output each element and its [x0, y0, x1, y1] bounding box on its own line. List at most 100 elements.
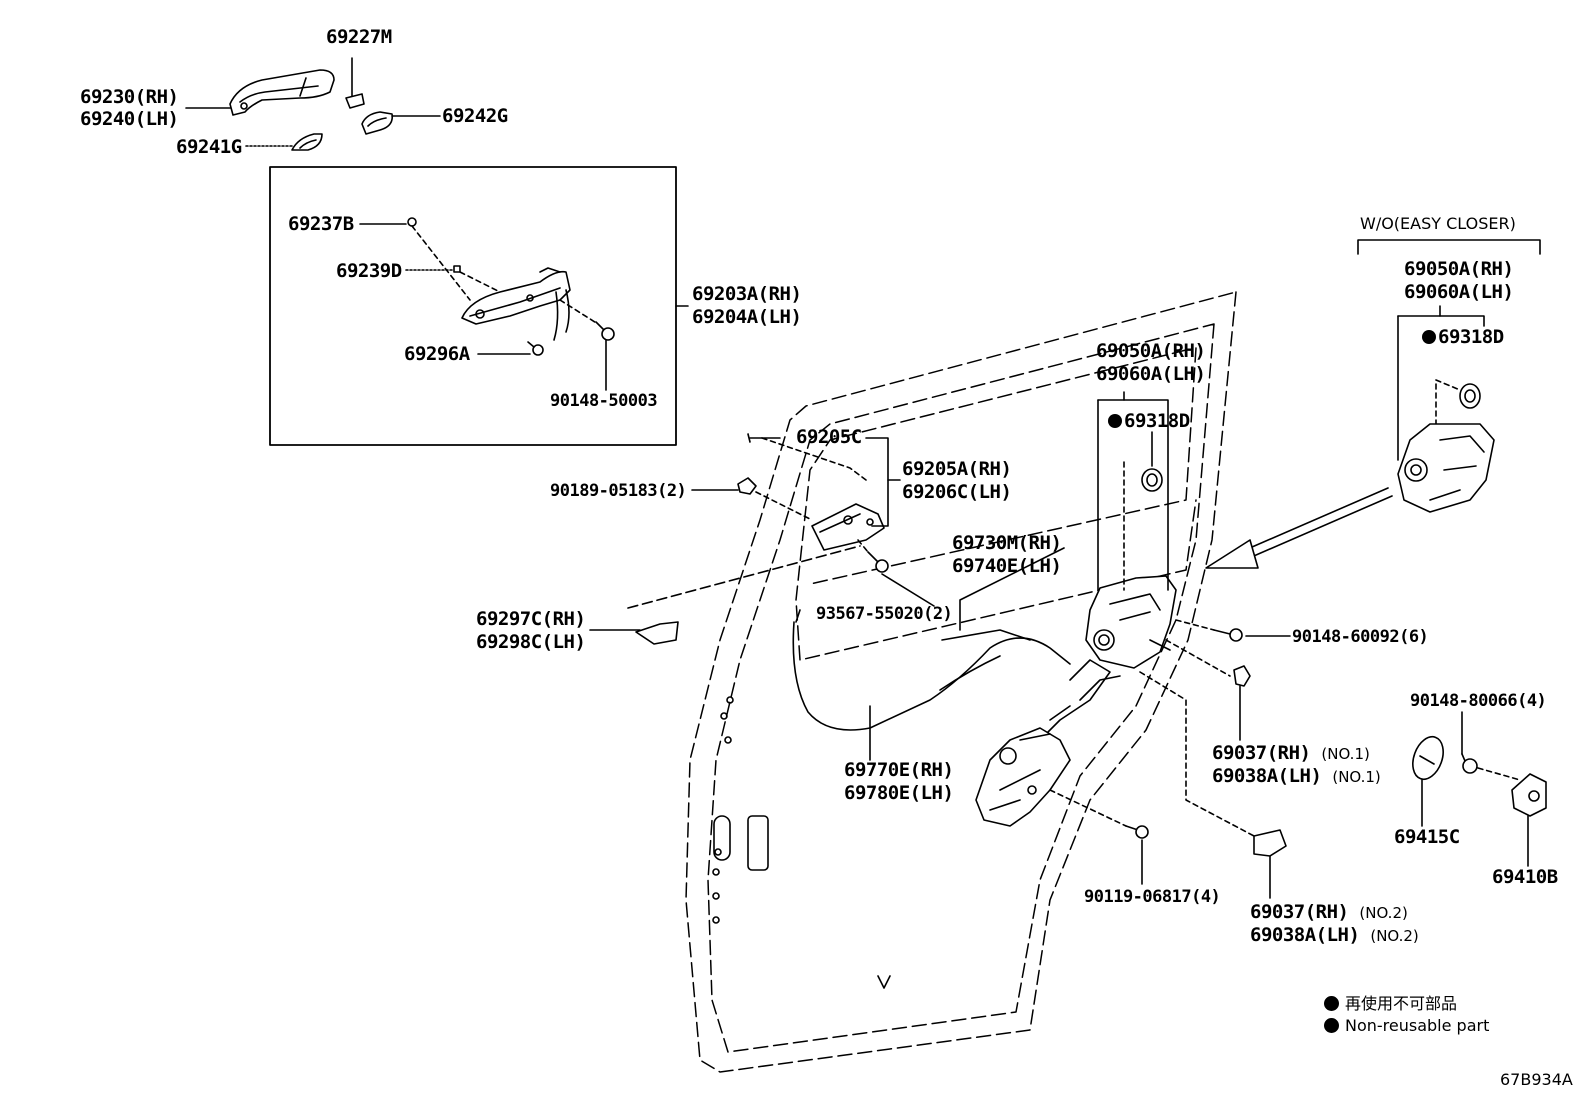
cable-icon [792, 609, 1071, 731]
leader-69730M [959, 547, 1065, 631]
label-69410B: 69410B [1492, 866, 1558, 888]
legend-dot-icon [1324, 996, 1339, 1011]
label-69205A: 69205A(RH) [902, 458, 1012, 480]
outside-handle-icon [229, 69, 335, 116]
label-69038A-no2: 69038A(LH) (NO.2) [1250, 924, 1419, 947]
bracket-69205 [865, 437, 889, 527]
seal-69318D-right-icon [1459, 383, 1481, 409]
label-69318D-right: 69318D [1422, 326, 1504, 348]
bracket-69050-top [1097, 399, 1169, 591]
wo-easy-closer-bracket [1357, 239, 1541, 255]
non-reusable-dot-icon [1422, 330, 1436, 344]
label-69318D-mid-text: 69318D [1124, 410, 1190, 432]
label-69415C: 69415C [1394, 826, 1460, 848]
label-69318D-mid: 69318D [1108, 410, 1190, 432]
arrow-pointer-icon [1205, 487, 1393, 569]
label-90148-80066: 90148-80066(4) [1410, 691, 1547, 711]
label-69780E: 69780E(LH) [844, 782, 954, 804]
label-69206C: 69206C(LH) [902, 481, 1012, 503]
label-69037-no1: 69037(RH) (NO.1) [1212, 742, 1370, 765]
label-wo-easy-closer-text: W/O(EASY CLOSER) [1360, 214, 1516, 233]
legend-en-text: Non-reusable part [1345, 1016, 1490, 1035]
label-69050A-mid: 69050A(RH) [1096, 340, 1206, 362]
dash-90148-50003 [559, 299, 599, 325]
clip-69239D-icon [453, 265, 461, 273]
handle-frame-icon [461, 267, 571, 341]
label-69239D: 69239D [336, 260, 402, 282]
door-lock-assembly-icon [1039, 575, 1177, 741]
dash-69318D-right [1435, 379, 1461, 391]
label-69296A: 69296A [404, 343, 470, 365]
label-69240: 69240(LH) [80, 108, 179, 130]
label-69770E: 69770E(RH) [844, 759, 954, 781]
figure-code: 67B934A [1500, 1070, 1573, 1089]
dash-69297C [627, 545, 861, 609]
legend-en: Non-reusable part [1324, 1016, 1489, 1035]
door-lock-right-icon [1397, 423, 1495, 513]
door-lock-actuator-icon [975, 727, 1071, 827]
label-69242G: 69242G [442, 105, 508, 127]
label-90189: 90189-05183(2) [550, 481, 687, 501]
screw-69205C-icon [747, 433, 781, 443]
legend-jp: 再使用不可部品 [1324, 990, 1457, 1014]
label-69038A-no1: 69038A(LH) (NO.1) [1212, 765, 1381, 788]
label-69205C: 69205C [796, 426, 862, 448]
label-69730M: 69730M(RH) [952, 532, 1062, 554]
label-69037-no2: 69037(RH) (NO.2) [1250, 901, 1408, 924]
door-holes-icon [712, 696, 891, 989]
bolt-90148-60092-icon [1213, 628, 1243, 642]
label-69038A-no1-suffix: (NO.1) [1332, 768, 1381, 786]
cover-69297C-icon [635, 621, 679, 645]
door-panel-outline [685, 291, 1237, 1073]
dash-90148-80066 [1477, 767, 1521, 781]
dash-69239D [459, 271, 501, 293]
label-69241G: 69241G [176, 136, 242, 158]
dash-69237B [411, 225, 471, 301]
label-69038A-no2-suffix: (NO.2) [1370, 927, 1419, 945]
screw-69296A-icon [527, 341, 544, 356]
label-69203A: 69203A(RH) [692, 283, 802, 305]
label-69298C: 69298C(LH) [476, 631, 586, 653]
label-69038A-no1-text: 69038A(LH) [1212, 765, 1322, 787]
striker-69410B-icon [1511, 773, 1547, 817]
dash-93567 [857, 539, 869, 553]
bracket-69037-no1-icon [1233, 665, 1251, 687]
bolt-93567-icon [867, 551, 889, 573]
dash-69037-no1 [1165, 639, 1231, 677]
label-69037-no2-text: 69037(RH) [1250, 901, 1349, 923]
dash-69037-no2 [1139, 671, 1255, 837]
label-93567: 93567-55020(2) [816, 604, 953, 624]
label-90119: 90119-06817(4) [1084, 887, 1221, 907]
handle-pad-front-icon [361, 111, 394, 135]
label-69230: 69230(RH) [80, 86, 179, 108]
clip-90189-icon [737, 477, 757, 495]
bracket-69050-right-top [1397, 315, 1485, 327]
inside-handle-icon [811, 503, 885, 551]
dash-90189 [755, 491, 813, 521]
label-69037-no2-suffix: (NO.2) [1359, 904, 1408, 922]
striker-cover-69415C-icon [1412, 735, 1444, 781]
dash-90119 [1049, 789, 1127, 827]
leader-93567 [881, 573, 935, 607]
handle-cap-icon [345, 93, 365, 109]
label-69060A-mid: 69060A(LH) [1096, 363, 1206, 385]
seal-69318D-mid-icon [1141, 468, 1163, 492]
bracket-69037-no2-icon [1253, 829, 1287, 857]
label-69050A-right: 69050A(RH) [1404, 258, 1514, 280]
screw-69237B-icon [407, 217, 417, 227]
label-69227M: 69227M [326, 26, 392, 48]
bolt-90148-50003-icon [595, 321, 615, 341]
label-69037-no1-text: 69037(RH) [1212, 742, 1311, 764]
legend-jp-text: 再使用不可部品 [1345, 994, 1458, 1013]
label-69740E: 69740E(LH) [952, 555, 1062, 577]
dash-90148-60092 [1175, 619, 1215, 631]
non-reusable-dot-icon [1108, 414, 1122, 428]
label-90148-50003: 90148-50003 [550, 391, 658, 411]
label-69060A-right: 69060A(LH) [1404, 281, 1514, 303]
label-69037-no1-suffix: (NO.1) [1321, 745, 1370, 763]
bolt-90119-icon [1125, 825, 1149, 839]
legend-dot-icon [1324, 1018, 1339, 1033]
label-69318D-right-text: 69318D [1438, 326, 1504, 348]
handle-pad-rear-icon [291, 133, 323, 151]
